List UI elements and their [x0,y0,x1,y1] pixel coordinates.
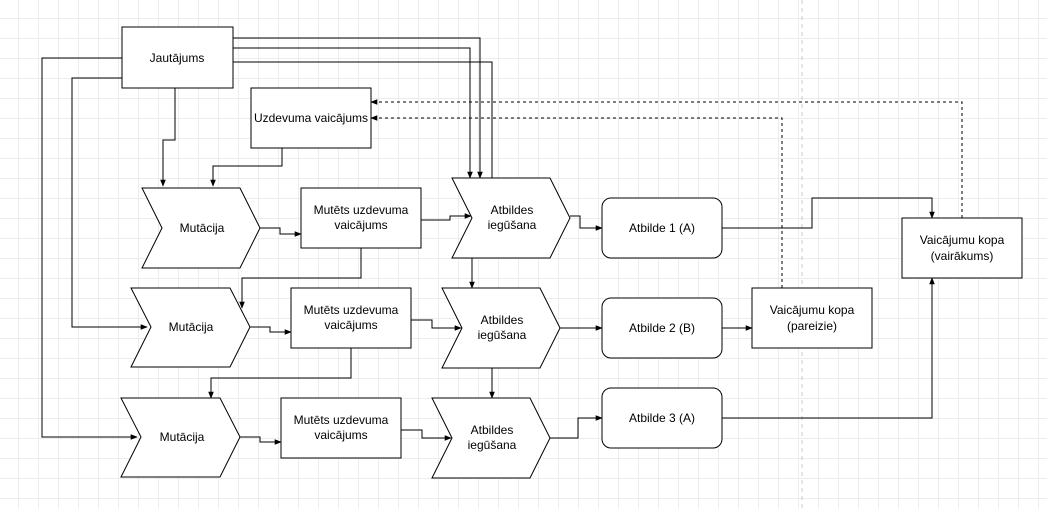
edge-kopa-vairakums-uzdevuma[interactable] [370,99,963,218]
node-mutets-2-line1: Mutēts uzdevuma [304,303,399,317]
node-mutets-3[interactable]: Mutēts uzdevuma vaicājums [280,397,402,459]
node-uzdevuma-label: Uzdevuma vaicājums [254,111,368,125]
edge-mutacija3-mutets3[interactable] [240,436,282,445]
node-atbilde-3-label: Atbilde 3 (A) [629,411,695,425]
node-mutets-1-line2: vaicājums [334,218,387,232]
node-atbildes-2-line1: Atbildes [481,313,524,327]
node-uzdevuma-vaicajums[interactable]: Uzdevuma vaicājums [250,87,372,149]
edge-mutacija2-mutets2[interactable] [250,326,292,335]
node-mutets-2[interactable]: Mutēts uzdevuma vaicājums [290,287,412,349]
edge-atbildes3-atbilde3[interactable] [550,415,603,439]
edge-mutets3-atbildes3[interactable] [401,429,452,441]
edge-mutets2-mutacija3[interactable] [208,348,352,399]
node-mutacija-1[interactable]: Mutācija [141,187,261,269]
node-atbilde-1[interactable]: Atbilde 1 (A) [601,197,723,259]
edge-jautajums-mutacija3[interactable] [41,57,138,440]
node-atbildes-2-line2: iegūšana [478,328,527,342]
node-atbildes-2[interactable]: Atbildes iegūšana [441,287,561,369]
node-atbilde-3[interactable]: Atbilde 3 (A) [601,387,723,449]
node-kopa-pareizie-line2: (pareizie) [787,319,837,333]
node-jautajums-label: Jautājums [150,51,205,65]
edge-kopa-pareizie-uzdevuma[interactable] [370,115,783,288]
node-atbilde-1-label: Atbilde 1 (A) [629,221,695,235]
node-atbilde-2[interactable]: Atbilde 2 (B) [601,297,723,359]
edge-uzdevuma-mutacija1[interactable] [210,148,283,187]
node-mutets-1-line1: Mutēts uzdevuma [314,203,409,217]
edge-jautajums-mutacija1[interactable] [160,88,176,187]
node-kopa-vairakums-line2: (vairākums) [931,249,994,263]
edge-mutacija1-mutets1[interactable] [260,227,302,237]
node-atbildes-1-line1: Atbildes [491,203,534,217]
edge-mutets2-atbildes2[interactable] [411,319,462,331]
node-kopa-vairakums[interactable]: Vaicājumu kopa (vairākums) [901,217,1023,279]
node-mutacija-2-label: Mutācija [169,320,214,334]
node-mutets-1[interactable]: Mutēts uzdevuma vaicājums [300,187,422,249]
node-kopa-pareizie-line1: Vaicājumu kopa [770,303,855,317]
node-mutacija-3[interactable]: Mutācija [120,397,241,478]
node-mutets-2-line2: vaicājums [324,318,377,332]
node-mutacija-1-label: Mutācija [180,221,225,235]
node-atbildes-3-line2: iegūšana [468,438,517,452]
node-jautajums[interactable]: Jautājums [121,26,234,89]
node-kopa-vairakums-line1: Vaicājumu kopa [920,233,1005,247]
edges [41,37,963,445]
node-mutets-3-line2: vaicājums [314,428,367,442]
edge-mutets1-mutacija2[interactable] [239,248,362,309]
edge-jautajums-atbildes1-a[interactable] [233,37,483,179]
node-kopa-pareizie[interactable]: Vaicājumu kopa (pareizie) [751,287,873,349]
node-atbildes-3-line1: Atbildes [471,423,514,437]
node-atbildes-1-line2: iegūšana [488,218,537,232]
node-atbilde-2-label: Atbilde 2 (B) [629,321,695,335]
edge-atbilde3-kopa-vairakums[interactable] [722,277,935,419]
edge-jautajums-atbildes1-b[interactable] [233,47,473,179]
node-atbildes-1[interactable]: Atbildes iegūšana [451,177,571,259]
edge-atbilde1-kopa-vairakums[interactable] [722,197,935,229]
node-mutets-3-line1: Mutēts uzdevuma [294,413,389,427]
edge-mutets1-atbildes1[interactable] [421,213,472,221]
edge-atbildes1-atbilde1[interactable] [570,215,603,231]
node-mutacija-2[interactable]: Mutācija [130,287,251,368]
node-mutacija-3-label: Mutācija [160,430,205,444]
edge-jautajums-mutacija2[interactable] [71,77,148,330]
edge-jautajums-atbildes2[interactable] [233,61,493,178]
node-atbildes-3[interactable]: Atbildes iegūšana [431,397,551,479]
